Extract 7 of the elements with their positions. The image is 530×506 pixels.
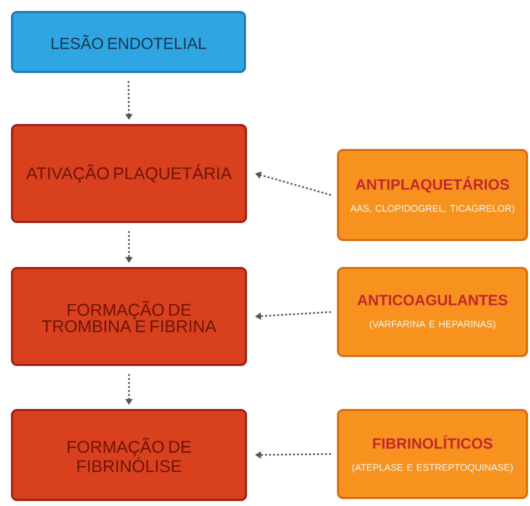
process-box: ATIVAÇÃO PLAQUETÁRIA <box>11 124 247 223</box>
process-box: FORMAÇÃO DE TROMBINA E FIBRINA <box>11 267 247 366</box>
drug-box: FIBRINOLÍTICOS (ATEPLASE E ESTREPTOQUINASE) <box>337 409 528 499</box>
drug-box: ANTICOAGULANTES (VARFARINA E HEPARINAS) <box>337 267 528 357</box>
lesion-box: LESÃO ENDOTELIAL <box>11 11 246 73</box>
drug-box: ANTIPLAQUETÁRIOS AAS, CLOPIDOGREL, TICAGRELOR) <box>337 149 528 241</box>
process-box: FORMAÇÃO DE FIBRINÓLISE <box>11 409 247 501</box>
